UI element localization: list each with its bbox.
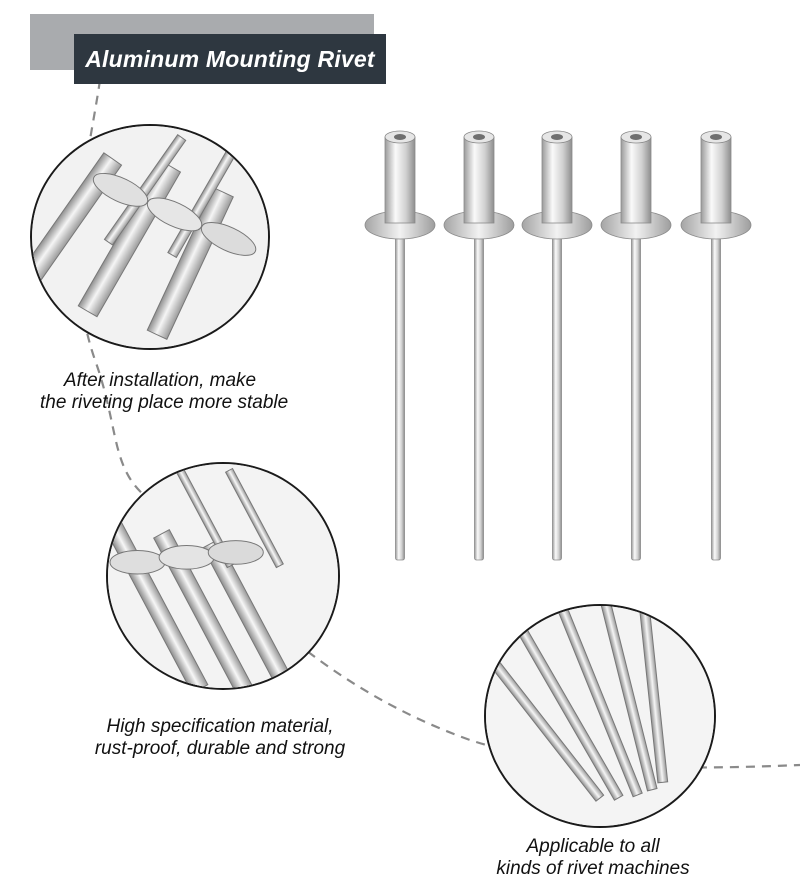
detail-circle-material — [106, 462, 340, 690]
feature-1-line-2: the riveting place more stable — [40, 392, 289, 413]
rivet-2 — [443, 130, 515, 561]
detail-circle-heads — [30, 124, 270, 350]
feature-2-line-2: rust-proof, durable and strong — [94, 738, 346, 759]
rivet-4 — [600, 130, 672, 561]
title-banner: Aluminum Mounting Rivet — [74, 34, 386, 84]
feature-1-line-1: After installation, make — [63, 370, 257, 391]
detail-circle-tips — [484, 604, 716, 828]
feature-2-line-1: High specification material, — [106, 716, 334, 737]
rivet-5 — [680, 130, 752, 561]
rivets-product-image — [364, 130, 752, 561]
rivet-material-closeup-image — [108, 464, 338, 688]
page-title: Aluminum Mounting Rivet — [85, 45, 375, 72]
feature-caption-1: After installation, make the riveting pl… — [40, 370, 289, 414]
rivet-1 — [364, 130, 436, 561]
rivet-heads-closeup-image — [32, 126, 268, 348]
feature-3-line-2: kinds of rivet machines — [496, 858, 690, 879]
feature-3-line-1: Applicable to all — [526, 836, 660, 857]
feature-caption-2: High specification material, rust-proof,… — [70, 716, 370, 760]
feature-caption-3: Applicable to all kinds of rivet machine… — [478, 836, 708, 880]
rivet-3 — [521, 130, 593, 561]
rivet-tips-closeup-image — [486, 606, 714, 826]
